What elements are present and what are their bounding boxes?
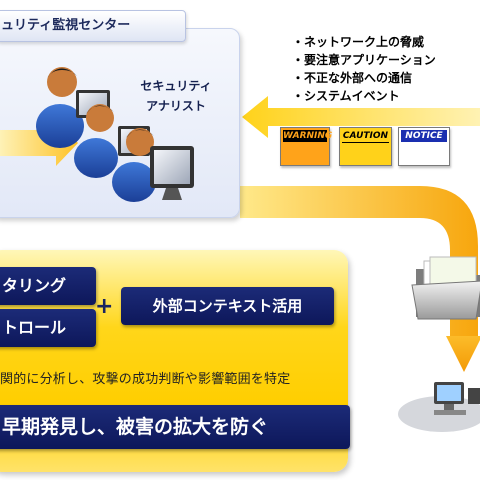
monitoring-center-title: ュリティ監視センター bbox=[0, 10, 186, 42]
caution-tag-label: CAUTION bbox=[342, 130, 389, 143]
threat-item: ・要注意アプリケーション bbox=[292, 53, 436, 67]
external-context-box: 外部コンテキスト活用 bbox=[121, 287, 334, 325]
notice-tag-label: NOTICE bbox=[401, 130, 447, 142]
network-computers-icon bbox=[398, 382, 480, 432]
goal-banner: 早期発見し、被害の拡大を防ぐ bbox=[0, 405, 350, 449]
analyst-label-line1: セキュリティ bbox=[140, 79, 212, 93]
analyst-label: セキュリティ アナリスト bbox=[130, 76, 222, 116]
threat-item: ・システムイベント bbox=[292, 89, 400, 103]
control-box: トロール bbox=[0, 309, 96, 347]
folder-icon bbox=[411, 256, 480, 320]
threat-item: ・ネットワーク上の脅威 bbox=[292, 35, 425, 49]
notice-tag: NOTICE bbox=[398, 127, 450, 166]
analysis-description: 関的に分析し、攻撃の成功判断や影響範囲を特定 bbox=[0, 372, 291, 387]
analyst-icon bbox=[36, 67, 110, 148]
warning-tag: WARNING bbox=[280, 127, 333, 166]
threat-item: ・不正な外部への通信 bbox=[292, 71, 413, 85]
monitoring-box: タリング bbox=[0, 267, 96, 305]
analysts-illustration bbox=[0, 67, 194, 202]
caution-tag: CAUTION bbox=[339, 127, 392, 166]
warning-tag-label: WARNING bbox=[283, 130, 333, 142]
threat-list: ・ネットワーク上の脅威 ・要注意アプリケーション ・不正な外部への通信 ・システ… bbox=[292, 33, 436, 105]
analyst-label-line2: アナリスト bbox=[146, 99, 206, 113]
plus-sign: + bbox=[95, 294, 114, 319]
analyst-icon bbox=[112, 128, 194, 202]
